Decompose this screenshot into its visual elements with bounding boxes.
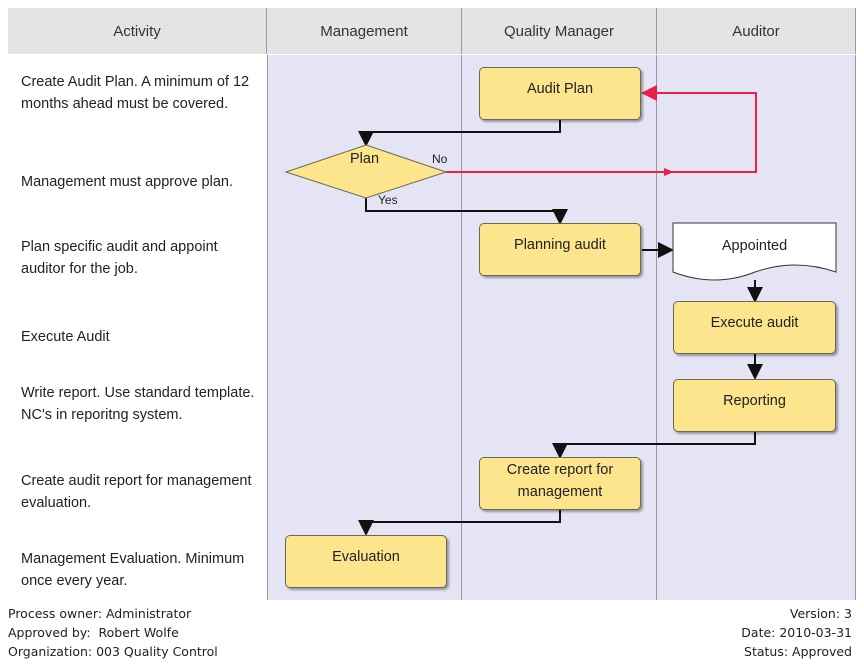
- header-quality-manager: Quality Manager: [462, 8, 657, 54]
- node-create-report: Create report for management: [479, 457, 641, 510]
- appointed-document-shape: [672, 222, 837, 281]
- activity-4: Execute Audit: [21, 329, 110, 345]
- approved-by: Approved by: Robert Wolfe: [8, 625, 179, 640]
- node-plan-decision-label: Plan: [350, 151, 380, 167]
- node-reporting: Reporting: [673, 379, 836, 432]
- organization: Organization: 003 Quality Control: [8, 644, 218, 659]
- date: Date: 2010-03-31: [741, 625, 852, 640]
- node-execute-audit: Execute audit: [673, 301, 836, 354]
- edge-reporting-to-createreport: [552, 432, 756, 459]
- header-management: Management: [267, 8, 462, 54]
- activity-3: Plan specific audit and appoint auditor …: [21, 239, 218, 277]
- version: Version: 3: [789, 606, 852, 621]
- edge-plan-no-arrowhead: [664, 168, 674, 176]
- header-auditor: Auditor: [657, 8, 856, 54]
- node-evaluation: Evaluation: [285, 535, 447, 588]
- activity-5: Write report. Use standard template. NC'…: [21, 385, 255, 423]
- status: Status: Approved: [744, 644, 852, 659]
- node-audit-plan: Audit Plan: [479, 67, 641, 120]
- edge-createreport-to-evaluation: [358, 510, 561, 536]
- edge-label-no: No: [432, 152, 448, 166]
- edge-plan-no: [446, 85, 757, 173]
- node-appointed-label: Appointed: [721, 238, 788, 254]
- footer-right: Version: 3 Date: 2010-03-31 Status: Appr…: [741, 604, 852, 661]
- activity-6: Create audit report for management evalu…: [21, 473, 252, 511]
- activity-7: Management Evaluation. Minimum once ever…: [21, 551, 245, 589]
- header-activity: Activity: [8, 8, 267, 54]
- activity-1: Create Audit Plan. A minimum of 12 month…: [21, 74, 250, 112]
- plan-decision-shape: [284, 144, 448, 199]
- activity-2: Management must approve plan.: [21, 174, 233, 190]
- process-owner: Process owner: Administrator: [8, 606, 192, 621]
- edge-label-yes: Yes: [378, 193, 398, 207]
- node-planning-audit: Planning audit: [479, 223, 641, 276]
- edge-auditplan-to-plan: [358, 120, 561, 147]
- activity-column: [8, 55, 267, 600]
- footer-left: Process owner: Administrator Approved by…: [8, 604, 218, 661]
- edge-plan-yes: [365, 198, 568, 225]
